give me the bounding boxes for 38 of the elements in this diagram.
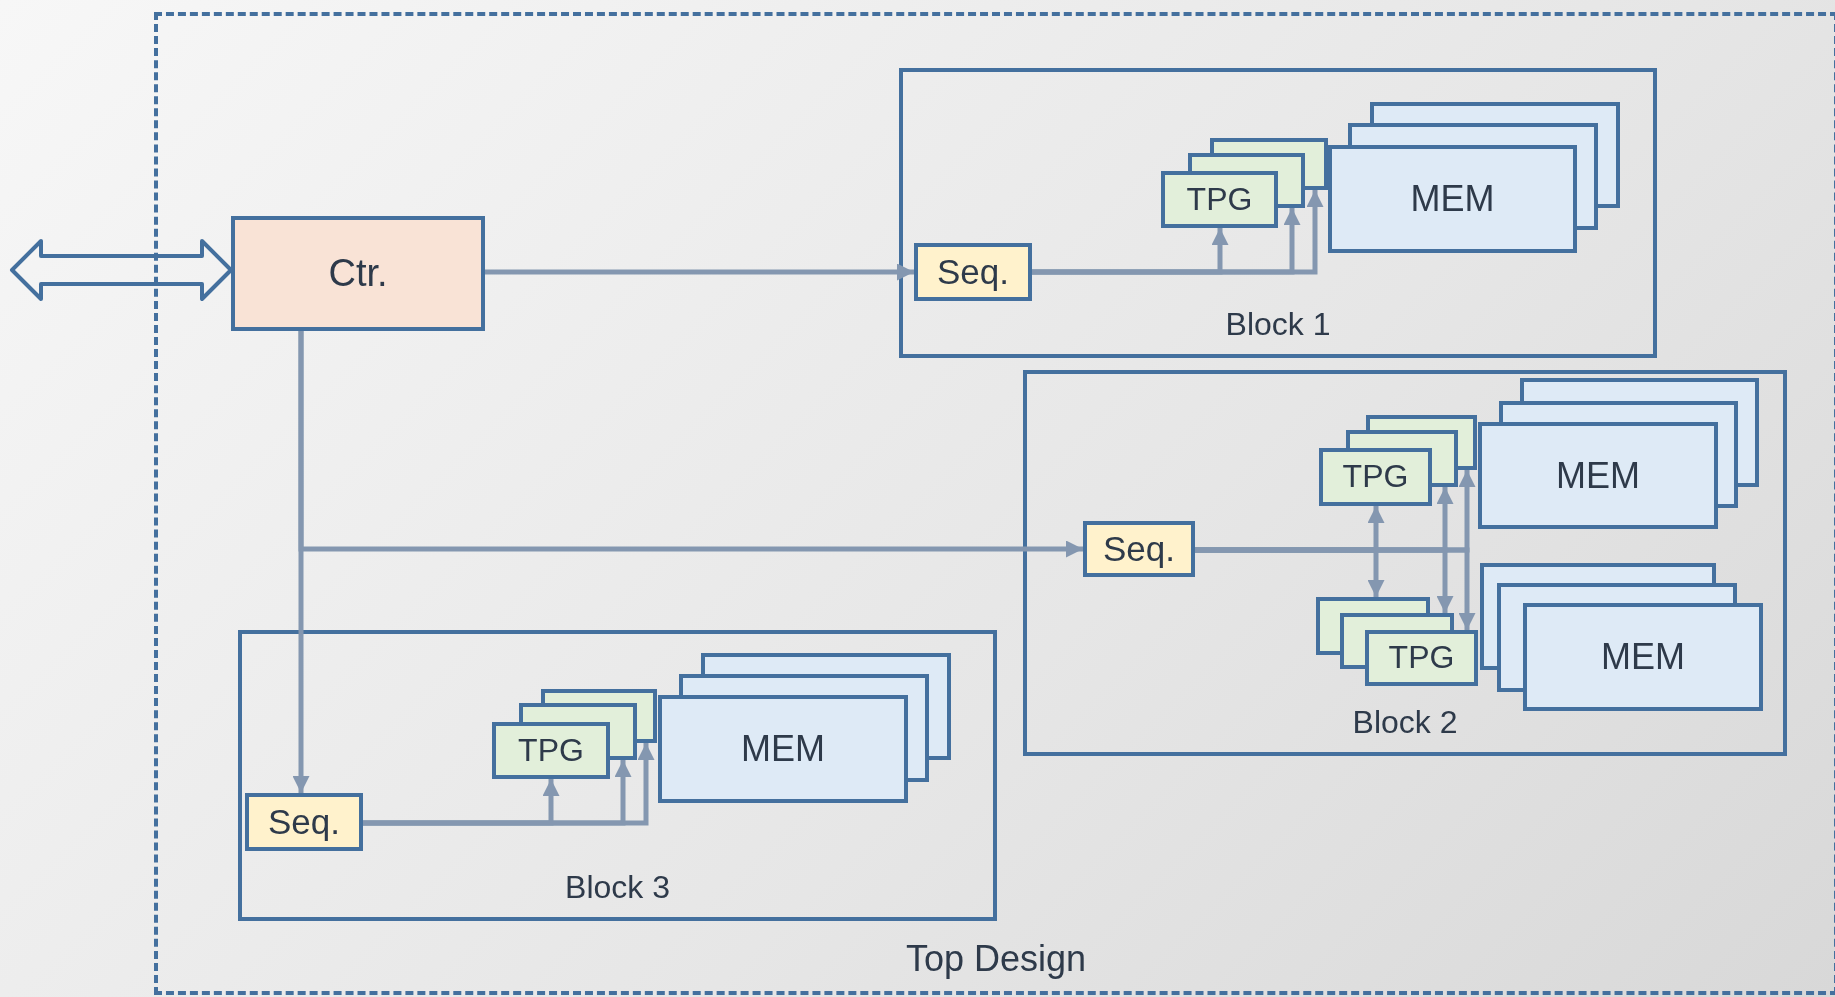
generator-label: TPG — [1388, 640, 1455, 676]
arrow — [1195, 547, 1476, 630]
dashed-boundary — [154, 12, 1835, 995]
hollow-double-arrow — [10, 239, 233, 301]
block-frame — [899, 68, 1657, 358]
memory-stack — [1328, 102, 1620, 253]
memory-stack — [1478, 378, 1759, 529]
sequencer-label: Seq. — [1103, 529, 1175, 569]
sequencer-label: Seq. — [937, 252, 1009, 292]
block-frame — [238, 630, 997, 921]
sequencer-box — [245, 793, 363, 851]
arrow — [485, 263, 914, 281]
memory-label: MEM — [741, 729, 825, 769]
generator-stack — [1161, 138, 1328, 228]
memory-label: MEM — [1601, 637, 1685, 677]
generator-stack — [1316, 597, 1478, 686]
sequencer-label: Seq. — [268, 802, 340, 842]
generator-stack — [492, 689, 657, 779]
controller-box — [231, 216, 485, 331]
boundary-label: Top Design — [905, 939, 1087, 979]
memory-stack — [1480, 563, 1763, 711]
sequencer-box — [1083, 521, 1195, 577]
controller-label: Ctr. — [328, 252, 388, 295]
generator-label: TPG — [518, 732, 584, 769]
generator-label: TPG — [1342, 459, 1409, 495]
block-frame — [1023, 370, 1787, 756]
block-label: Block 1 — [1225, 306, 1331, 342]
memory-label: MEM — [1556, 455, 1640, 496]
memory-stack — [658, 653, 951, 803]
arrow — [292, 331, 310, 793]
block-label: Block 3 — [565, 869, 670, 905]
generator-stack — [1319, 415, 1477, 506]
arrow — [1032, 190, 1324, 275]
block-label: Block 2 — [1352, 704, 1458, 740]
arrow — [363, 743, 655, 826]
generator-label: TPG — [1186, 181, 1253, 218]
memory-label: MEM — [1410, 179, 1495, 219]
sequencer-box — [914, 243, 1032, 301]
